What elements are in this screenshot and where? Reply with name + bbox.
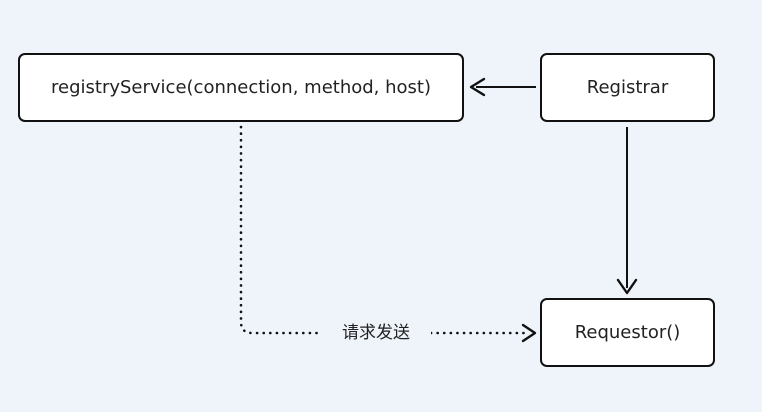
arrow-registrar-to-registry-service: [469, 77, 536, 97]
requestor-label: Requestor(): [574, 322, 681, 343]
registry-service-node: registryService(connection, method, host…: [18, 53, 464, 122]
registry-service-label: registryService(connection, method, host…: [51, 77, 431, 98]
request-send-label: 请求发送: [321, 320, 431, 346]
registrar-node: Registrar: [540, 53, 715, 122]
dotted-arrow-registry-service-to-requestor: [239, 125, 537, 343]
registrar-label: Registrar: [586, 77, 669, 98]
arrow-registrar-to-requestor: [616, 127, 638, 295]
requestor-node: Requestor(): [540, 298, 715, 367]
